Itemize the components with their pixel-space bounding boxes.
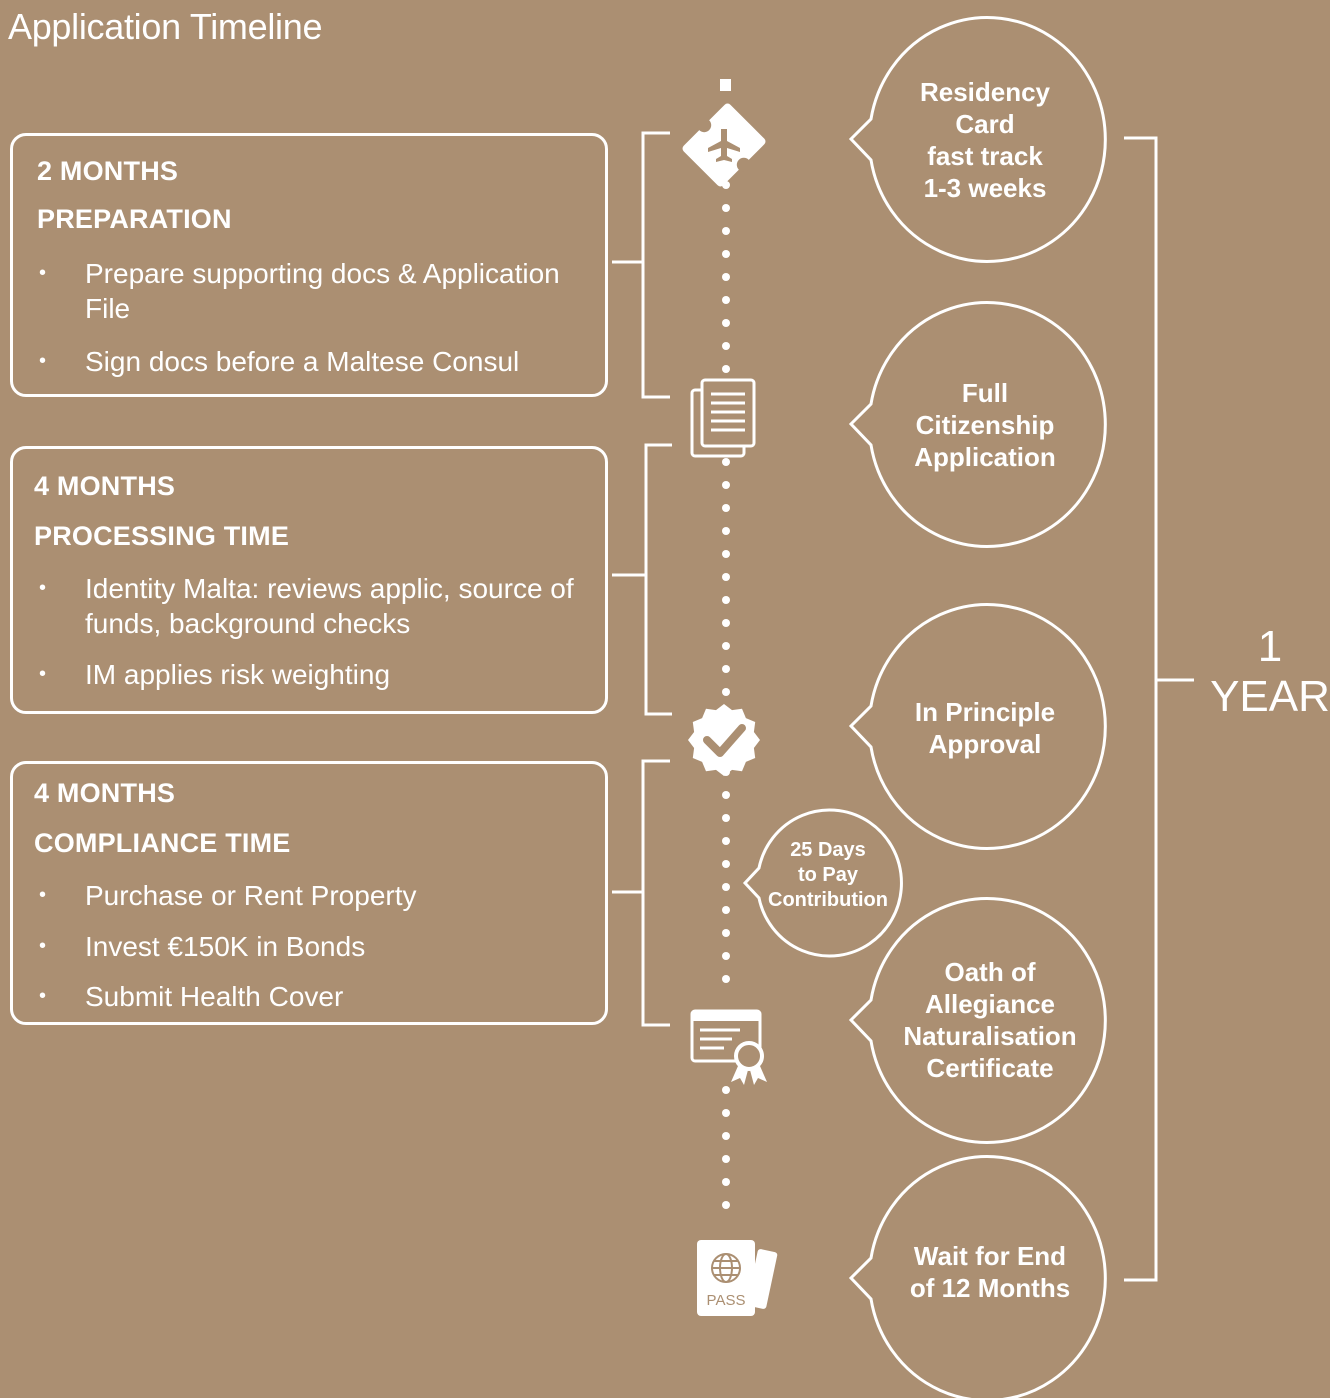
phase-item: •Identity Malta: reviews applic, source … — [39, 573, 574, 639]
timeline-dot — [722, 688, 730, 696]
timeline-dot — [722, 250, 730, 258]
timeline-dot — [722, 1086, 730, 1094]
total-number: 1 — [1257, 622, 1283, 671]
timeline-dot — [722, 342, 730, 350]
timeline-dot — [722, 619, 730, 627]
bullet: • — [39, 884, 47, 906]
timeline-dot — [722, 1178, 730, 1186]
timeline-dot — [722, 1132, 730, 1140]
phase-item: •Purchase or Rent Property — [39, 880, 417, 911]
timeline-dot — [722, 481, 730, 489]
phase-box-processing: 4 MONTHS PROCESSING TIME •Identity Malta… — [10, 446, 608, 714]
timeline-dot — [722, 296, 730, 304]
certificate-icon — [690, 1009, 767, 1085]
milestone-bubble — [848, 16, 1107, 263]
phase-duration: 4 MONTHS — [34, 778, 176, 808]
milestone-bubble — [848, 301, 1107, 548]
timeline-dot — [722, 665, 730, 673]
year-bracket — [1124, 136, 1194, 1282]
documents-icon — [690, 378, 756, 458]
bullet: • — [39, 350, 47, 372]
phase-name: COMPLIANCE TIME — [34, 828, 291, 858]
phase-bracket — [612, 443, 672, 716]
phase-item: •Submit Health Cover — [39, 981, 344, 1012]
passport-label: PASS — [707, 1292, 746, 1309]
timeline-dot — [722, 227, 730, 235]
timeline-dot — [722, 204, 730, 212]
phase-name: PROCESSING TIME — [34, 521, 290, 551]
timeline-dot — [722, 837, 730, 845]
timeline-dot — [722, 814, 730, 822]
phase-item: •IM applies risk weighting — [39, 659, 391, 690]
phase-box-preparation: 2 MONTHS PREPARATION •Prepare supporting… — [10, 133, 608, 397]
timeline-dot — [722, 975, 730, 983]
timeline-dot — [722, 458, 730, 466]
timeline-dot — [722, 319, 730, 327]
page-title: Application Timeline — [8, 6, 323, 47]
bullet: • — [39, 985, 47, 1007]
phase-item: •Sign docs before a Maltese Consul — [39, 346, 520, 377]
phase-name: PREPARATION — [37, 204, 232, 234]
bullet: • — [39, 935, 47, 957]
timeline-dot — [722, 906, 730, 914]
milestone-bubble — [848, 603, 1107, 850]
timeline-start — [720, 79, 731, 91]
milestone-bubble — [848, 897, 1107, 1144]
total-unit: YEAR — [1210, 672, 1330, 721]
phase-item: •Invest €150K in Bonds — [39, 931, 366, 962]
total-duration: 1 YEAR — [1210, 622, 1330, 722]
timeline-dot — [722, 883, 730, 891]
bullet: • — [39, 262, 47, 284]
side-note-bubble — [742, 808, 903, 958]
phase-item: •Prepare supporting docs & Application F… — [39, 258, 560, 324]
bullet: • — [39, 577, 47, 599]
timeline-dot — [722, 573, 730, 581]
phase-bracket — [612, 759, 670, 1027]
plane-ticket-icon — [682, 103, 766, 187]
timeline-dot — [722, 550, 730, 558]
timeline-dot — [722, 504, 730, 512]
phase-bracket — [612, 131, 670, 399]
checkmark-badge-icon — [688, 704, 760, 776]
timeline-dot — [722, 791, 730, 799]
timeline-dot — [722, 952, 730, 960]
timeline-dot — [722, 1109, 730, 1117]
phase-box-compliance: 4 MONTHS COMPLIANCE TIME •Purchase or Re… — [10, 761, 608, 1025]
phase-duration: 4 MONTHS — [34, 471, 176, 501]
timeline-dot — [722, 929, 730, 937]
timeline-dot — [722, 1155, 730, 1163]
milestone-bubble — [848, 1155, 1107, 1398]
timeline-dot — [722, 1201, 730, 1209]
phase-duration: 2 MONTHS — [37, 156, 179, 186]
timeline-dot — [722, 596, 730, 604]
timeline-dots — [722, 181, 730, 1209]
bullet: • — [39, 663, 47, 685]
timeline-dot — [722, 527, 730, 535]
timeline-dot — [722, 273, 730, 281]
timeline-dot — [722, 642, 730, 650]
timeline-dot — [722, 365, 730, 373]
passport-icon: PASS — [697, 1240, 778, 1316]
timeline-dot — [722, 860, 730, 868]
